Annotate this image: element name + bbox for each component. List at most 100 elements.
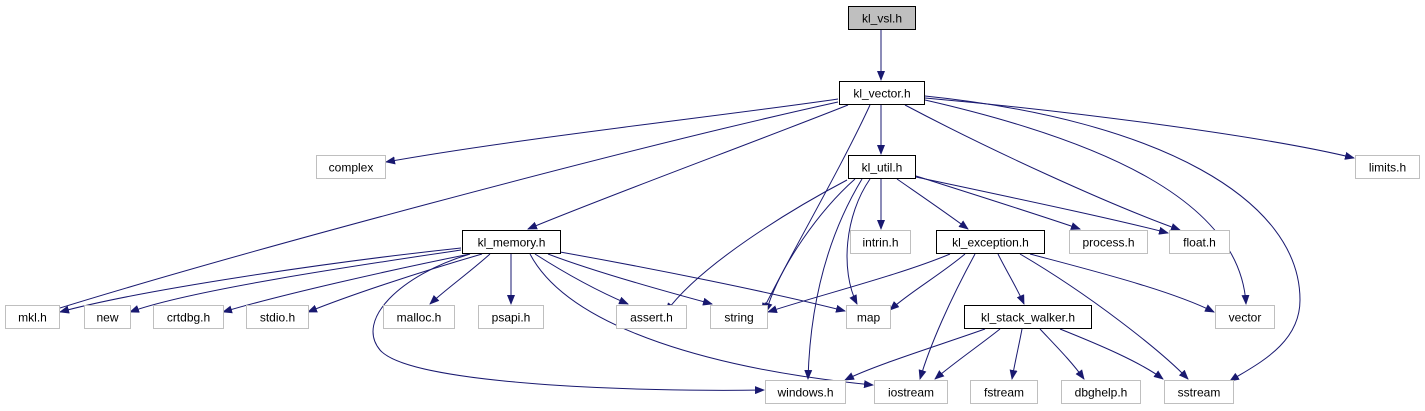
node-kl-vector-h[interactable]: kl_vector.h: [839, 81, 925, 105]
edge-kl-util-h-to-map: [846, 178, 871, 305]
edge-kl-stack-walker-h-to-fstream: [1009, 328, 1023, 380]
node-box-assert-h: [616, 305, 687, 329]
node-box-new: [84, 305, 131, 329]
node-box-intrin-h: [850, 230, 911, 254]
edge-kl-util-h-to-assert-h: [665, 179, 848, 313]
node-box-kl-stack-walker-h: [964, 305, 1092, 329]
edge-kl-util-h-to-process-h: [915, 175, 1081, 230]
node-sstream: sstream: [1164, 380, 1234, 404]
node-vector: vector: [1215, 305, 1275, 329]
node-complex: complex: [316, 155, 386, 179]
node-stdio-h: stdio.h: [246, 305, 309, 329]
edge-kl-vector-h-to-limits-h: [924, 97, 1355, 160]
node-label-kl-exception-h: kl_exception.h: [952, 236, 1029, 250]
node-windows-h: windows.h: [765, 380, 846, 404]
node-label-kl-stack-walker-h: kl_stack_walker.h: [981, 311, 1075, 325]
node-label-kl-util-h: kl_util.h: [862, 161, 903, 175]
edge-kl-memory-h-to-stdio-h: [307, 253, 483, 313]
node-box-kl-util-h: [848, 155, 916, 179]
edge-kl-memory-h-to-windows-h: [372, 253, 765, 395]
edge-kl-memory-h-to-assert-h: [534, 253, 629, 305]
edge-kl-memory-h-to-malloc-h: [429, 253, 491, 305]
node-box-crtdbg-h: [153, 305, 224, 329]
node-label-iostream: iostream: [888, 386, 934, 400]
edge-kl-exception-h-to-iostream: [918, 253, 976, 380]
node-box-kl-memory-h: [462, 230, 561, 254]
node-label-process-h: process.h: [1082, 236, 1134, 250]
edge-kl-exception-h-to-sstream: [1019, 253, 1189, 380]
edge-kl-memory-h-to-map: [559, 251, 846, 313]
edge-kl-vector-h-to-sstream: [924, 95, 1301, 382]
node-box-stdio-h: [246, 305, 309, 329]
edge-kl-exception-h-to-kl-stack-walker-h: [997, 253, 1025, 305]
node-box-psapi-h: [478, 305, 544, 329]
node-label-kl-memory-h: kl_memory.h: [478, 236, 546, 250]
node-label-intrin-h: intrin.h: [862, 236, 898, 250]
node-box-sstream: [1164, 380, 1234, 404]
node-kl-memory-h[interactable]: kl_memory.h: [462, 230, 561, 254]
node-new: new: [84, 305, 131, 329]
node-malloc-h: malloc.h: [383, 305, 455, 329]
node-label-malloc-h: malloc.h: [397, 311, 442, 325]
edge-kl-memory-h-to-iostream: [529, 253, 874, 389]
node-limits-h: limits.h: [1355, 155, 1420, 179]
edge-kl-vector-h-to-vector: [924, 99, 1250, 305]
node-label-kl-vector-h: kl_vector.h: [853, 87, 910, 101]
node-box-fstream: [970, 380, 1038, 404]
node-label-windows-h: windows.h: [776, 386, 833, 400]
node-label-assert-h: assert.h: [630, 311, 673, 325]
node-label-complex: complex: [329, 161, 374, 175]
node-label-dbghelp-h: dbghelp.h: [1075, 386, 1128, 400]
node-assert-h: assert.h: [616, 305, 687, 329]
edge-kl-util-h-to-string: [764, 178, 856, 313]
node-box-kl-vector-h: [839, 81, 925, 105]
edge-kl-memory-h-to-crtdbg-h: [222, 253, 471, 314]
node-kl-util-h[interactable]: kl_util.h: [848, 155, 916, 179]
node-kl-stack-walker-h[interactable]: kl_stack_walker.h: [964, 305, 1092, 329]
edge-kl-stack-walker-h-to-windows-h: [844, 328, 986, 381]
node-label-crtdbg-h: crtdbg.h: [167, 311, 210, 325]
edge-kl-vector-h-to-string: [761, 104, 871, 313]
node-float-h: float.h: [1169, 230, 1230, 254]
edge-kl-vector-h-to-kl-memory-h: [527, 104, 849, 230]
node-box-vector: [1215, 305, 1275, 329]
node-box-complex: [316, 155, 386, 179]
node-kl-vsl-h[interactable]: kl_vsl.h: [848, 6, 916, 30]
edge-kl-vector-h-to-complex: [385, 98, 839, 165]
node-fstream: fstream: [970, 380, 1038, 404]
node-box-malloc-h: [383, 305, 455, 329]
node-box-mkl-h: [5, 305, 60, 329]
node-label-new: new: [96, 311, 118, 325]
node-box-map: [846, 305, 891, 329]
node-box-limits-h: [1355, 155, 1420, 179]
node-box-string: [710, 305, 768, 329]
node-label-float-h: float.h: [1183, 236, 1216, 250]
edge-kl-memory-h-to-string: [547, 253, 713, 306]
node-label-map: map: [857, 311, 881, 325]
node-label-kl-vsl-h: kl_vsl.h: [862, 12, 902, 26]
node-box-process-h: [1069, 230, 1148, 254]
edge-kl-vector-h-to-float-h: [904, 104, 1181, 231]
node-label-string: string: [724, 311, 753, 325]
node-label-psapi-h: psapi.h: [492, 311, 531, 325]
edge-kl-util-h-to-float-h: [915, 176, 1169, 235]
node-box-float-h: [1169, 230, 1230, 254]
edge-kl-stack-walker-h-to-dbghelp-h: [1039, 328, 1085, 380]
node-kl-exception-h[interactable]: kl_exception.h: [936, 230, 1045, 254]
edge-kl-vector-h-to-mkl-h: [46, 101, 839, 314]
node-label-stdio-h: stdio.h: [260, 311, 295, 325]
edge-kl-exception-h-to-vector: [1029, 253, 1215, 313]
edge-kl-stack-walker-h-to-sstream: [1059, 328, 1164, 380]
node-label-limits-h: limits.h: [1369, 161, 1406, 175]
edge-kl-memory-h-to-new: [129, 249, 462, 313]
node-box-windows-h: [765, 380, 846, 404]
node-psapi-h: psapi.h: [478, 305, 544, 329]
edges-layer: [46, 30, 1355, 395]
edge-kl-util-h-to-kl-exception-h: [896, 178, 969, 230]
node-crtdbg-h: crtdbg.h: [153, 305, 224, 329]
node-label-mkl-h: mkl.h: [18, 311, 47, 325]
edge-kl-memory-h-to-mkl-h: [59, 247, 462, 314]
edge-kl-util-h-to-windows-h: [804, 178, 863, 380]
